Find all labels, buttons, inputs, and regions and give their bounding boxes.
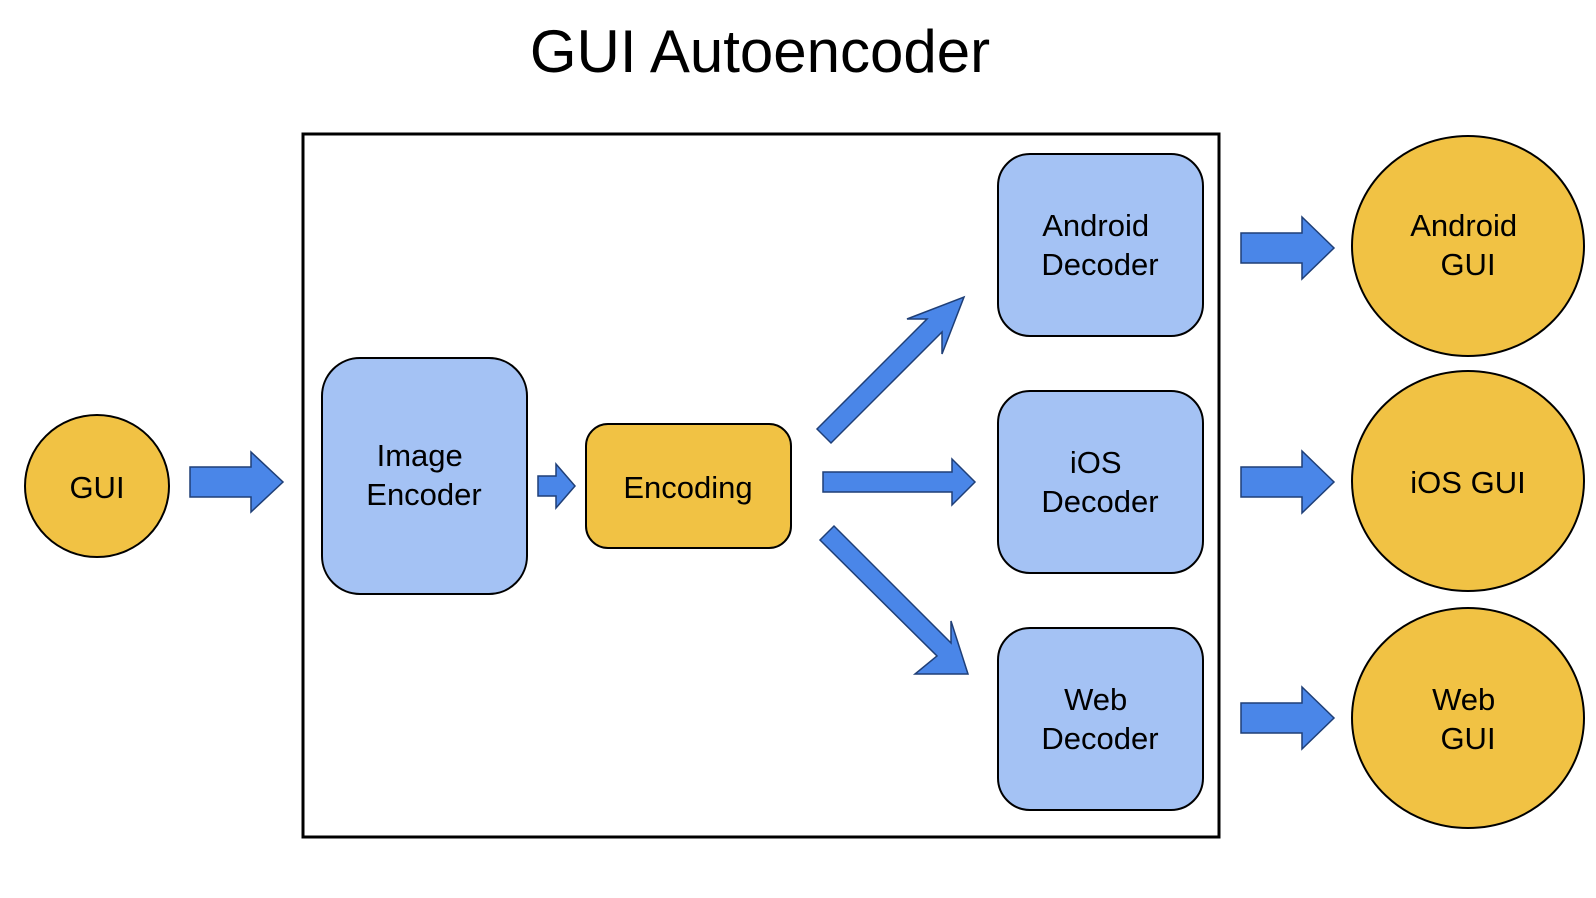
web-gui-label: Web GUI bbox=[1432, 682, 1504, 756]
diagram-title: GUI Autoencoder bbox=[530, 18, 990, 85]
image-encoder-label-line-1: Image bbox=[377, 438, 463, 473]
web-decoder-label-line-1: Web bbox=[1064, 682, 1127, 717]
arrow-ios-decoder-to-gui bbox=[1240, 449, 1336, 515]
encoding-label: Encoding bbox=[623, 470, 752, 505]
arrow-android-decoder-to-gui bbox=[1240, 215, 1336, 281]
android-decoder-label: Android Decoder bbox=[1041, 208, 1158, 282]
arrow-encoding-to-android bbox=[815, 295, 966, 445]
android-gui-label-line-2: GUI bbox=[1440, 247, 1495, 282]
ios-decoder-label-line-2: Decoder bbox=[1041, 484, 1158, 519]
ios-gui-label: iOS GUI bbox=[1410, 465, 1525, 500]
autoencoder-frame bbox=[301, 132, 1221, 839]
image-encoder-label-line-2: Encoder bbox=[366, 477, 481, 512]
image-encoder-node bbox=[321, 357, 528, 595]
input-gui-label: GUI bbox=[69, 470, 124, 505]
web-gui-node bbox=[1351, 607, 1585, 829]
android-gui-label-line-1: Android bbox=[1410, 208, 1517, 243]
android-gui-node bbox=[1351, 135, 1585, 357]
android-decoder-label-line-1: Android bbox=[1042, 208, 1149, 243]
ios-gui-node bbox=[1351, 370, 1585, 592]
encoding-label-line: Encoding bbox=[623, 470, 752, 505]
web-decoder-label-line-2: Decoder bbox=[1041, 721, 1158, 756]
android-decoder-label-line-2: Decoder bbox=[1041, 247, 1158, 282]
android-gui-label: Android GUI bbox=[1410, 208, 1525, 282]
ios-decoder-node bbox=[997, 390, 1204, 574]
encoding-node bbox=[585, 423, 792, 549]
arrow-encoding-to-web bbox=[818, 524, 970, 675]
web-gui-label-line-2: GUI bbox=[1440, 721, 1495, 756]
ios-decoder-label-line-1: iOS bbox=[1070, 445, 1122, 480]
web-decoder-node bbox=[997, 627, 1204, 811]
ios-gui-label-line: iOS GUI bbox=[1410, 465, 1525, 500]
android-decoder-node bbox=[997, 153, 1204, 337]
ios-decoder-label: iOS Decoder bbox=[1041, 445, 1158, 519]
web-decoder-label: Web Decoder bbox=[1041, 682, 1158, 756]
web-gui-label-line-1: Web bbox=[1432, 682, 1495, 717]
arrow-encoding-to-ios bbox=[822, 457, 977, 507]
image-encoder-label: Image Encoder bbox=[366, 438, 481, 512]
arrow-encoder-to-encoding bbox=[537, 461, 576, 511]
arrow-gui-to-encoder bbox=[189, 450, 285, 514]
input-gui-label-line: GUI bbox=[69, 470, 124, 505]
arrow-web-decoder-to-gui bbox=[1240, 685, 1336, 751]
input-gui-node bbox=[24, 414, 170, 558]
